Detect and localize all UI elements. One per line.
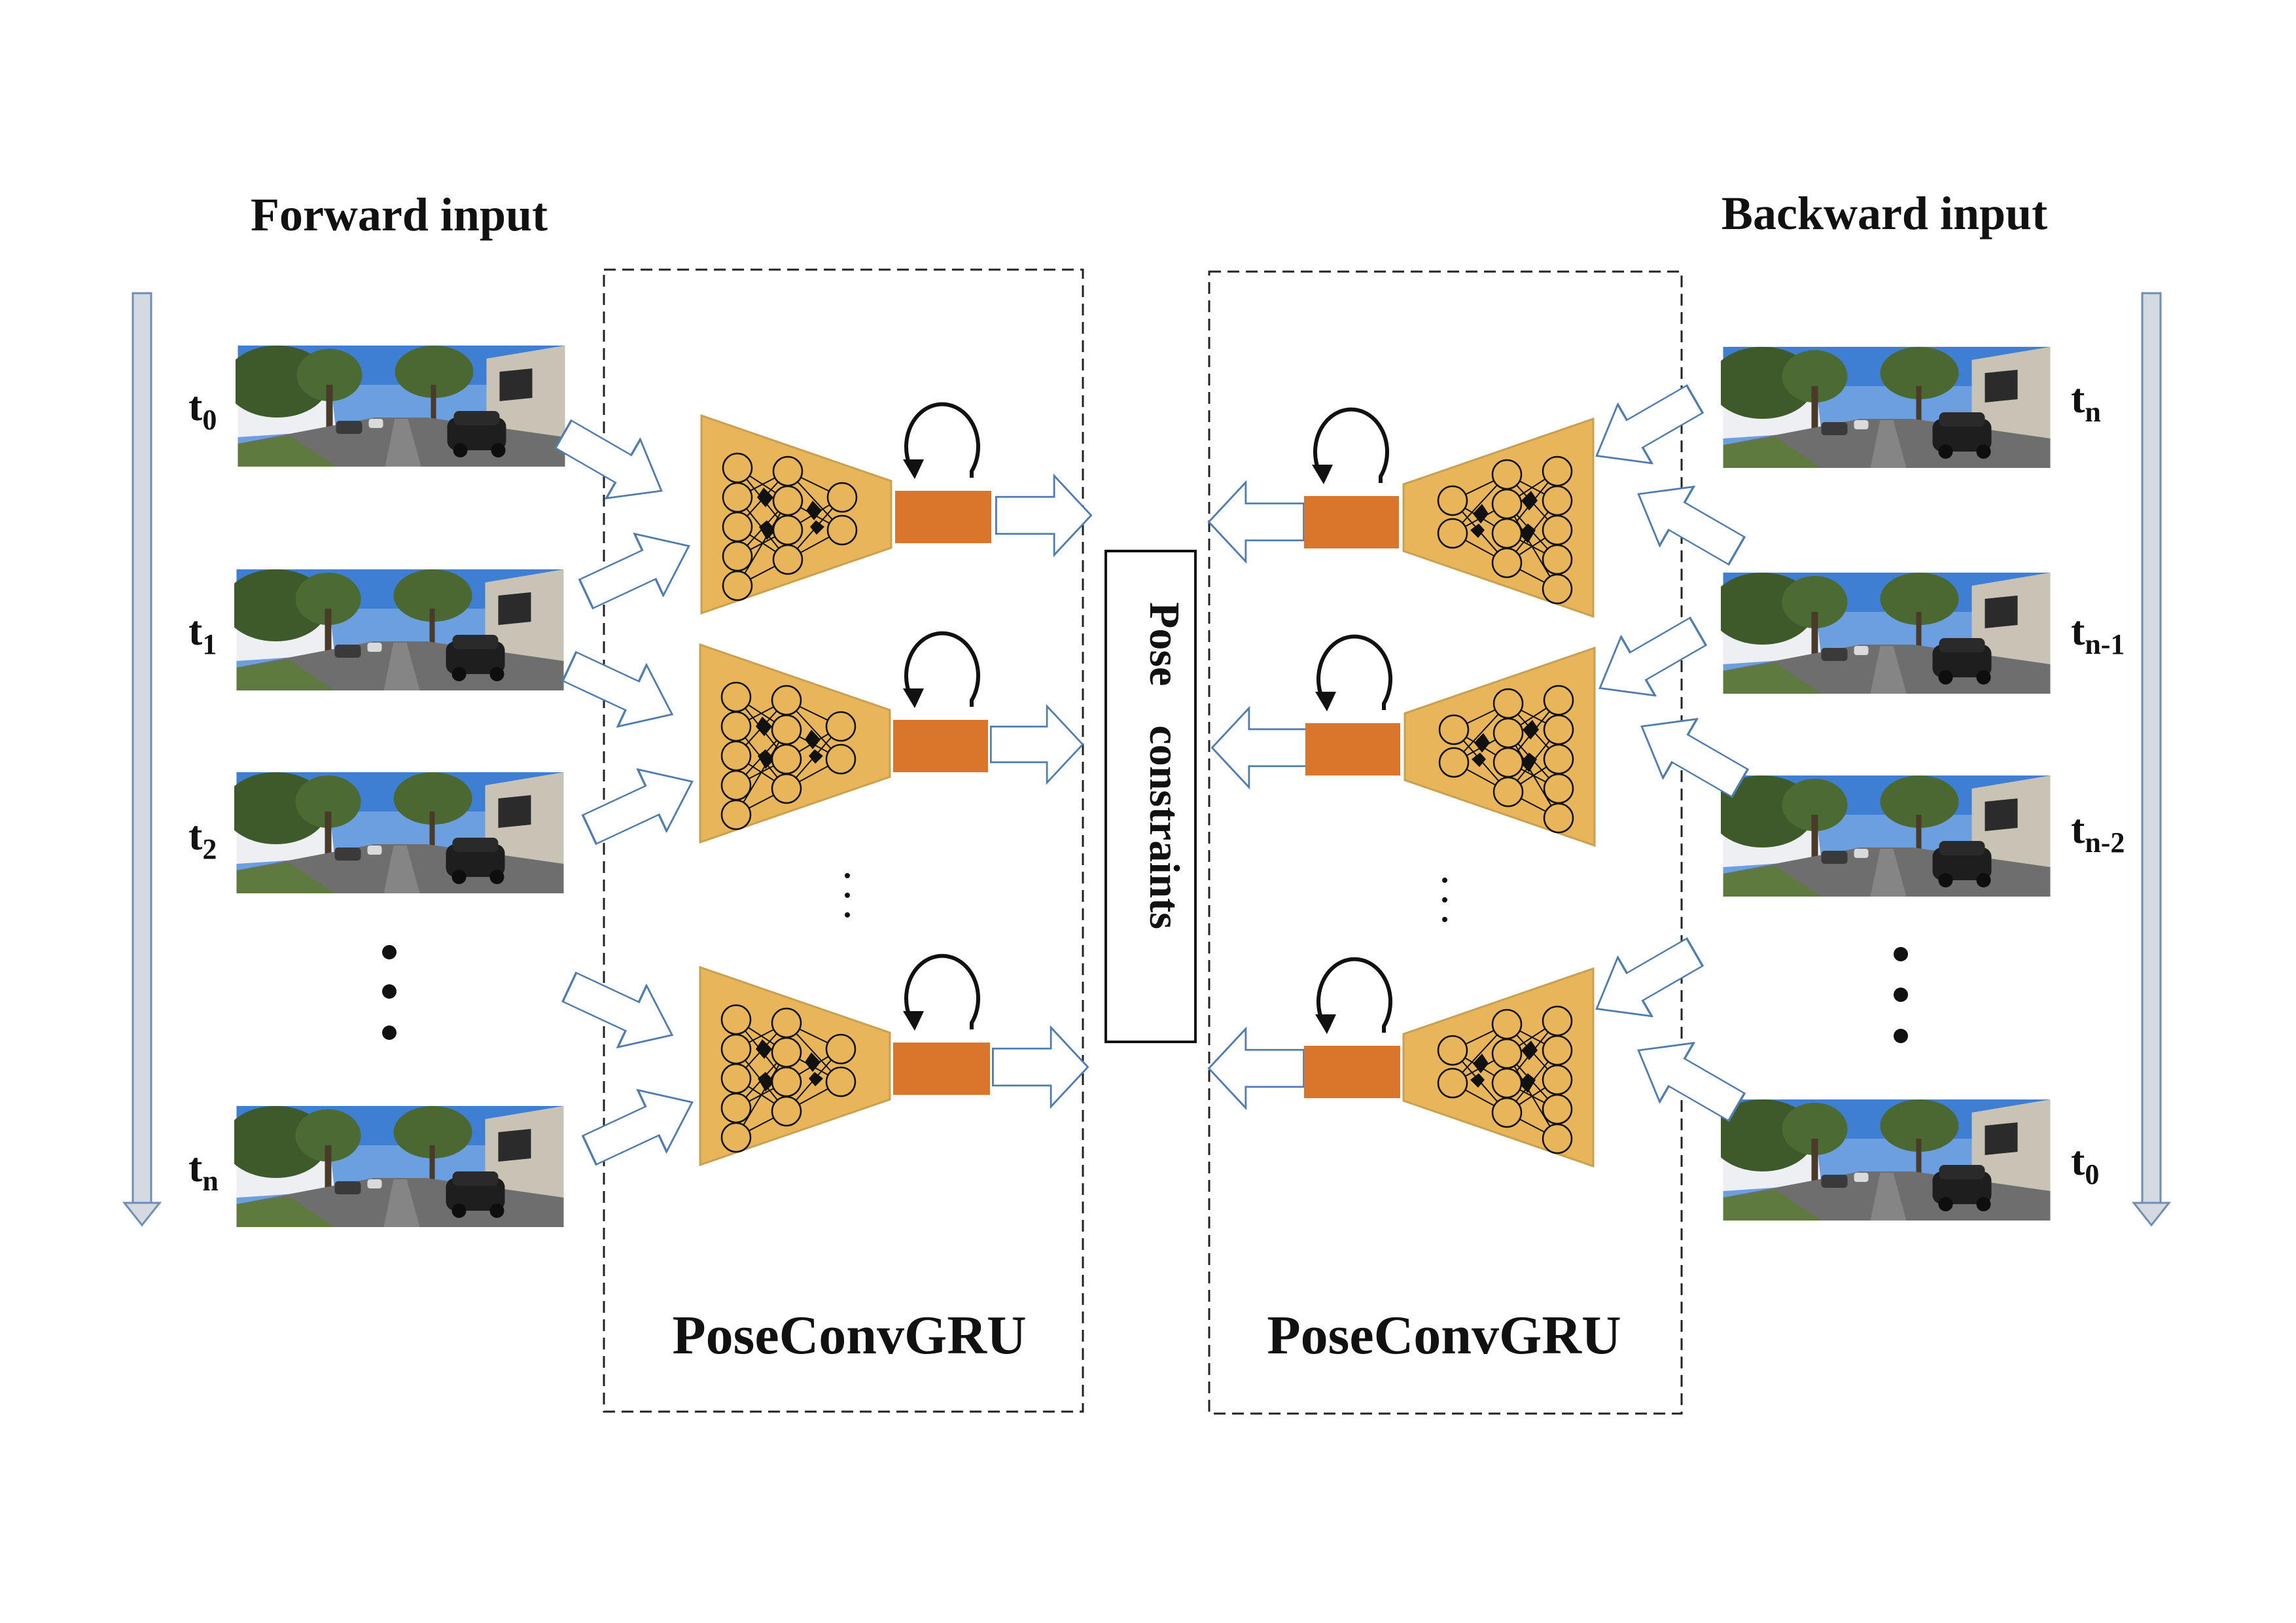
input-arrow (574, 1070, 708, 1183)
gru-block (895, 491, 991, 543)
encoder-block (700, 414, 892, 615)
right-unit-3 (1207, 921, 1755, 1168)
gru-block (1305, 723, 1400, 776)
right-poseconvgru-label: PoseConvGRU (1267, 1305, 1621, 1366)
encoder-block (1402, 967, 1595, 1168)
backward-timeline-arrow (2131, 292, 2172, 1227)
left-unit-1 (545, 403, 1093, 626)
encoder-block (1402, 418, 1595, 618)
pose-constraints-label: Poseconstraints (1140, 602, 1188, 929)
street-photo-image (1721, 776, 2051, 897)
pose-constraints-box (1104, 550, 1197, 1043)
gru-block (893, 1043, 990, 1095)
output-arrow (989, 705, 1084, 784)
time-label: tn (2071, 375, 2101, 428)
right-unit-1 (1207, 368, 1755, 618)
input-arrow (1578, 921, 1713, 1040)
input-arrow (571, 514, 705, 626)
gru-block (893, 720, 988, 772)
input-arrow (574, 749, 708, 862)
street-photo-image (234, 772, 564, 893)
street-photo-image (1721, 347, 2051, 468)
left-poseconvgru-box (603, 268, 1084, 1413)
time-label: tn-2 (2071, 806, 2125, 859)
output-arrow (1207, 481, 1305, 563)
output-arrow (1207, 1027, 1305, 1109)
right-poseconvgru-box (1208, 270, 1683, 1415)
street-photo-image (1721, 573, 2051, 694)
encoder-block (699, 643, 891, 844)
loop-arrow-icon (903, 633, 978, 708)
loop-arrow-icon (1315, 959, 1390, 1034)
street-photo-image (1721, 1099, 2051, 1221)
backward-input-title: Backward input (1722, 187, 2047, 240)
output-arrow (1210, 707, 1309, 789)
loop-arrow-icon (1312, 410, 1387, 484)
time-label: tn (188, 1144, 219, 1197)
forward-frame-2: t2 (188, 772, 564, 893)
backward-ellipsis (1894, 947, 1908, 1043)
time-label: t1 (188, 607, 217, 660)
backward-frame-n-2: tn-2 (1721, 776, 2125, 897)
street-photo-image (234, 1106, 564, 1227)
input-arrow (554, 634, 688, 747)
right-unit-2 (1210, 601, 1758, 847)
time-label: tn-1 (2071, 607, 2125, 660)
time-label: t0 (188, 383, 217, 436)
forward-timeline-arrow (122, 292, 162, 1227)
forward-frame-n: tn (188, 1106, 564, 1227)
loop-arrow-icon (1315, 637, 1390, 711)
encoder-block (1404, 647, 1596, 847)
gru-block (1304, 1046, 1400, 1098)
forward-input-title: Forward input (251, 188, 548, 241)
input-arrow (1578, 368, 1713, 487)
forward-frame-1: t1 (188, 569, 564, 690)
left-unit-2 (554, 633, 1084, 862)
time-label: t0 (2071, 1137, 2099, 1190)
encoder-block (699, 966, 891, 1166)
backward-frame-0: t0 (1721, 1099, 2099, 1221)
output-arrow (991, 1026, 1089, 1108)
loop-arrow-icon (903, 404, 978, 479)
loop-arrow-icon (903, 956, 978, 1031)
output-arrow (995, 474, 1093, 556)
forward-frame-0: t0 (188, 346, 565, 467)
time-label: t2 (188, 812, 217, 865)
left-poseconvgru-label: PoseConvGRU (672, 1305, 1026, 1366)
forward-ellipsis (382, 945, 397, 1040)
input-arrow (1581, 601, 1716, 719)
gru-block (1304, 496, 1399, 548)
left-vertical-ellipsis (845, 873, 850, 918)
street-photo-image (236, 346, 565, 467)
input-arrow (545, 403, 680, 522)
backward-frame-n: tn (1721, 347, 2101, 468)
backward-frame-n-1: tn-1 (1721, 573, 2125, 694)
right-vertical-ellipsis (1442, 878, 1447, 922)
left-unit-3 (554, 955, 1089, 1183)
street-photo-image (234, 569, 564, 690)
input-arrow (1620, 463, 1755, 582)
input-arrow (554, 955, 688, 1067)
